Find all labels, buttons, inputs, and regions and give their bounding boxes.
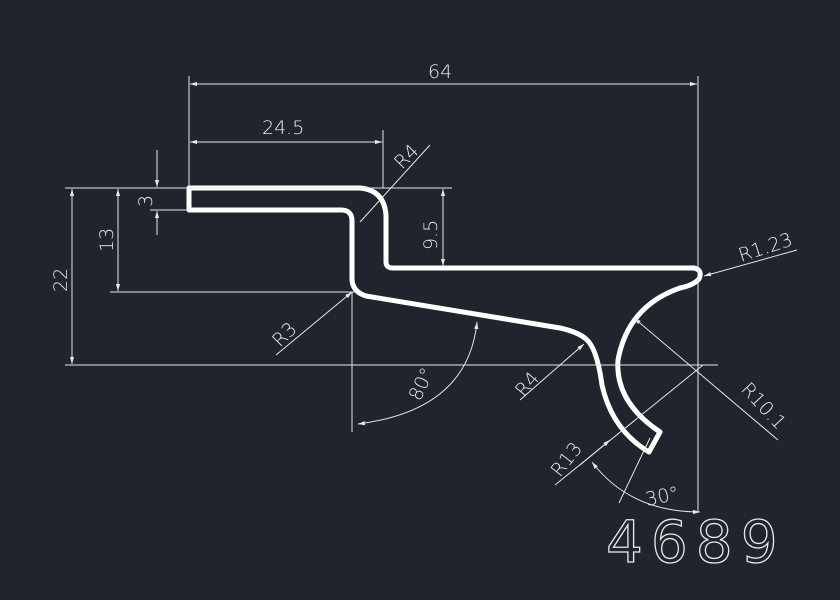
leader-r1-23 bbox=[703, 249, 798, 277]
leader-r4-lower bbox=[519, 343, 585, 401]
angle-arc-80 bbox=[357, 321, 479, 426]
extension-lines bbox=[65, 76, 718, 512]
leader-r4-top bbox=[359, 144, 431, 223]
dim-total-height: 22 bbox=[50, 268, 72, 292]
dim-tip-radius: R1.23 bbox=[736, 229, 796, 267]
leader-r13-arrow bbox=[579, 439, 611, 466]
dim-top-radius: R4 bbox=[390, 140, 423, 173]
leader-r10-1 bbox=[633, 317, 779, 441]
dim-thickness: 3 bbox=[135, 195, 157, 207]
angle-arc-30 bbox=[591, 461, 701, 515]
dim-inner-height: 13 bbox=[96, 228, 118, 252]
profile-outline bbox=[186, 185, 703, 455]
dim-lower-radius-right: R4 bbox=[511, 368, 544, 402]
dim-top-width: 24.5 bbox=[262, 117, 304, 139]
dim-lower-radius-left: R3 bbox=[268, 318, 301, 351]
dim-overall-width: 64 bbox=[428, 61, 452, 83]
leader-r3 bbox=[275, 291, 353, 356]
dim-hook-outer-radius: R13 bbox=[547, 438, 587, 481]
part-number: 4689 bbox=[606, 508, 786, 576]
dim-hook-inner-radius: R10.1 bbox=[736, 378, 790, 434]
dim-angle-hook: 30° bbox=[643, 482, 681, 511]
dim-step-height: 9.5 bbox=[420, 220, 442, 250]
leader-r13 bbox=[554, 364, 704, 486]
